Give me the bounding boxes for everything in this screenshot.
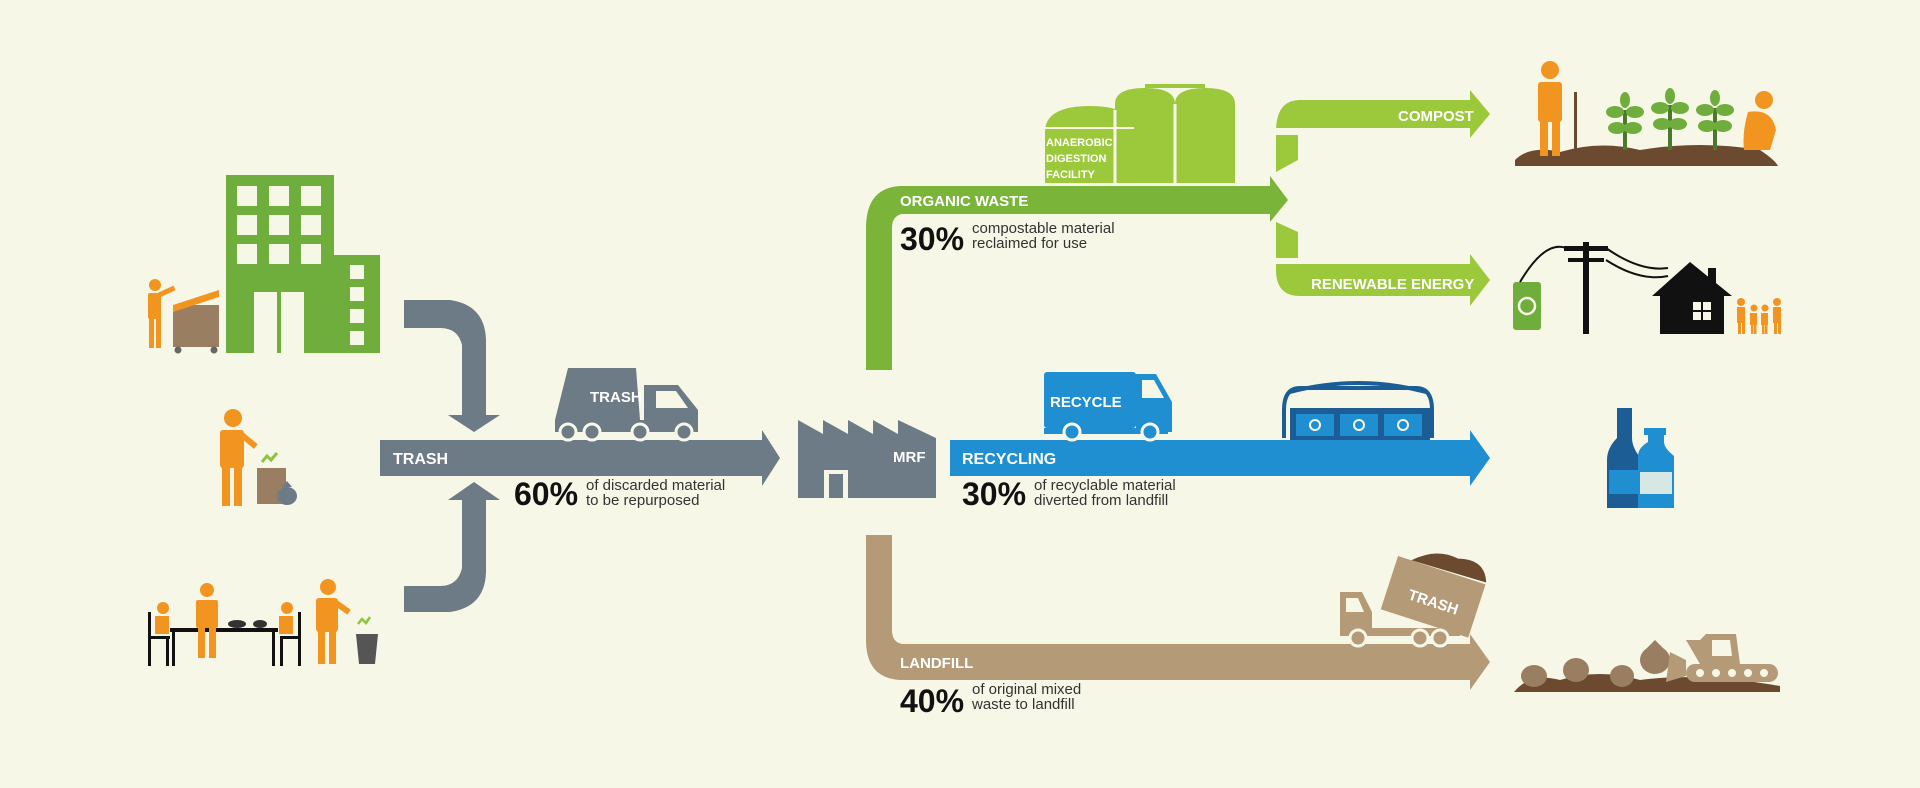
gardening-people-icon xyxy=(1515,61,1778,166)
trash-label: TRASH xyxy=(393,451,448,468)
mrf-factory-icon: MRF xyxy=(798,420,936,498)
compost-arrow: COMPOST xyxy=(1276,90,1490,172)
person-dumpster-icon xyxy=(148,279,219,354)
recycling-label: RECYCLING xyxy=(962,451,1056,468)
recycling-bins-icon xyxy=(1282,381,1434,440)
landfill-arrow: LANDFILL xyxy=(866,535,1490,690)
facility-line1: ANAEROBIC xyxy=(1046,137,1113,149)
organic-desc-line1: compostable material xyxy=(972,220,1115,237)
organic-desc-line2: reclaimed for use xyxy=(972,235,1087,252)
renewable-energy-label: RENEWABLE ENERGY xyxy=(1311,276,1474,293)
landfill-desc-line2: waste to landfill xyxy=(971,696,1075,713)
landfill-percent: 40% xyxy=(900,683,964,719)
person-litter-icon xyxy=(220,409,297,506)
landfill-label: LANDFILL xyxy=(900,655,973,672)
trash-desc-line1: of discarded material xyxy=(586,477,725,494)
recycling-arrow: RECYCLING xyxy=(950,430,1490,486)
recycling-percent: 30% xyxy=(962,476,1026,512)
renewable-energy-arrow: RENEWABLE ENERGY xyxy=(1276,222,1490,306)
organic-label: ORGANIC WASTE xyxy=(900,193,1028,210)
mrf-label: MRF xyxy=(893,449,926,466)
recycle-truck-icon: RECYCLE xyxy=(1044,372,1172,442)
landfill-desc-line1: of original mixed xyxy=(972,681,1081,698)
trash-truck-icon: TRASH xyxy=(555,368,698,442)
organic-percent: 30% xyxy=(900,221,964,257)
organic-arrow: ORGANIC WASTE xyxy=(866,176,1288,370)
facility-line3: FACILITY xyxy=(1046,169,1096,181)
people-table-icon xyxy=(148,579,378,666)
recycling-desc-line2: diverted from landfill xyxy=(1034,492,1168,509)
trash-truck-label: TRASH xyxy=(590,389,642,406)
trash-arrow-upper xyxy=(404,300,500,432)
digestion-facility-icon: ANAEROBIC DIGESTION FACILITY xyxy=(1045,84,1235,183)
trash-percent: 60% xyxy=(514,476,578,512)
office-building-icon xyxy=(226,175,380,353)
compost-label: COMPOST xyxy=(1398,108,1474,125)
recycle-truck-label: RECYCLE xyxy=(1050,394,1122,411)
bottles-icon xyxy=(1607,408,1674,508)
trash-main-arrow: TRASH xyxy=(380,430,780,486)
landfill-bulldozer-icon xyxy=(1514,634,1780,692)
trash-arrow-lower xyxy=(404,482,500,612)
dump-truck-icon: TRASH xyxy=(1340,553,1487,648)
power-grid-house-icon xyxy=(1513,242,1781,334)
trash-desc-line2: to be repurposed xyxy=(586,492,699,509)
recycling-desc-line1: of recyclable material xyxy=(1034,477,1176,494)
facility-line2: DIGESTION xyxy=(1046,153,1107,165)
